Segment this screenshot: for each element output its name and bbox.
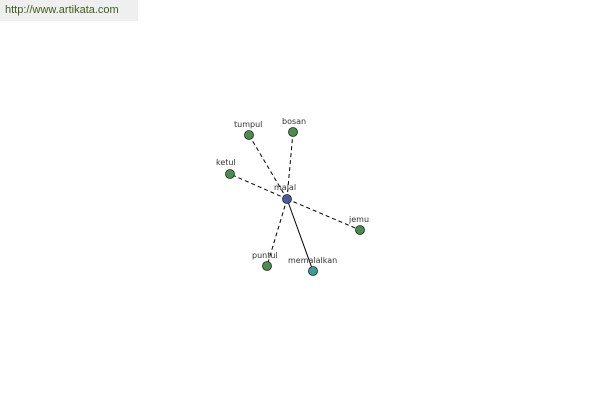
edge-tumpul [248,134,288,200]
word-label-jemu[interactable]: jemu [348,215,369,224]
edge-puntul [266,198,288,267]
word-node-puntul[interactable] [262,261,272,271]
edge-memalalkan [286,198,314,272]
edge-bosan [286,131,294,200]
word-node-bosan[interactable] [288,127,298,137]
word-label-ketul[interactable]: ketul [216,158,236,167]
word-node-memalalkan[interactable] [308,266,318,276]
source-url-link[interactable]: http://www.artikata.com [0,0,138,21]
edge-ketul [229,173,288,200]
graph-nodes: tumpul bosan ketul jemu puntul memalalkan mala… [216,117,369,276]
word-label-puntul[interactable]: puntul [252,251,278,260]
word-label-tumpul[interactable]: tumpul [234,120,262,129]
word-node-tumpul[interactable] [244,130,254,140]
graph-edges [229,131,361,272]
edge-jemu [286,198,361,231]
word-node-jemu[interactable] [355,225,365,235]
center-node-malal[interactable] [282,194,292,204]
word-label-bosan[interactable]: bosan [282,117,306,126]
center-label-malal[interactable]: malal [274,183,296,192]
word-node-ketul[interactable] [225,169,235,179]
word-label-memalalkan[interactable]: memalalkan [288,256,337,265]
